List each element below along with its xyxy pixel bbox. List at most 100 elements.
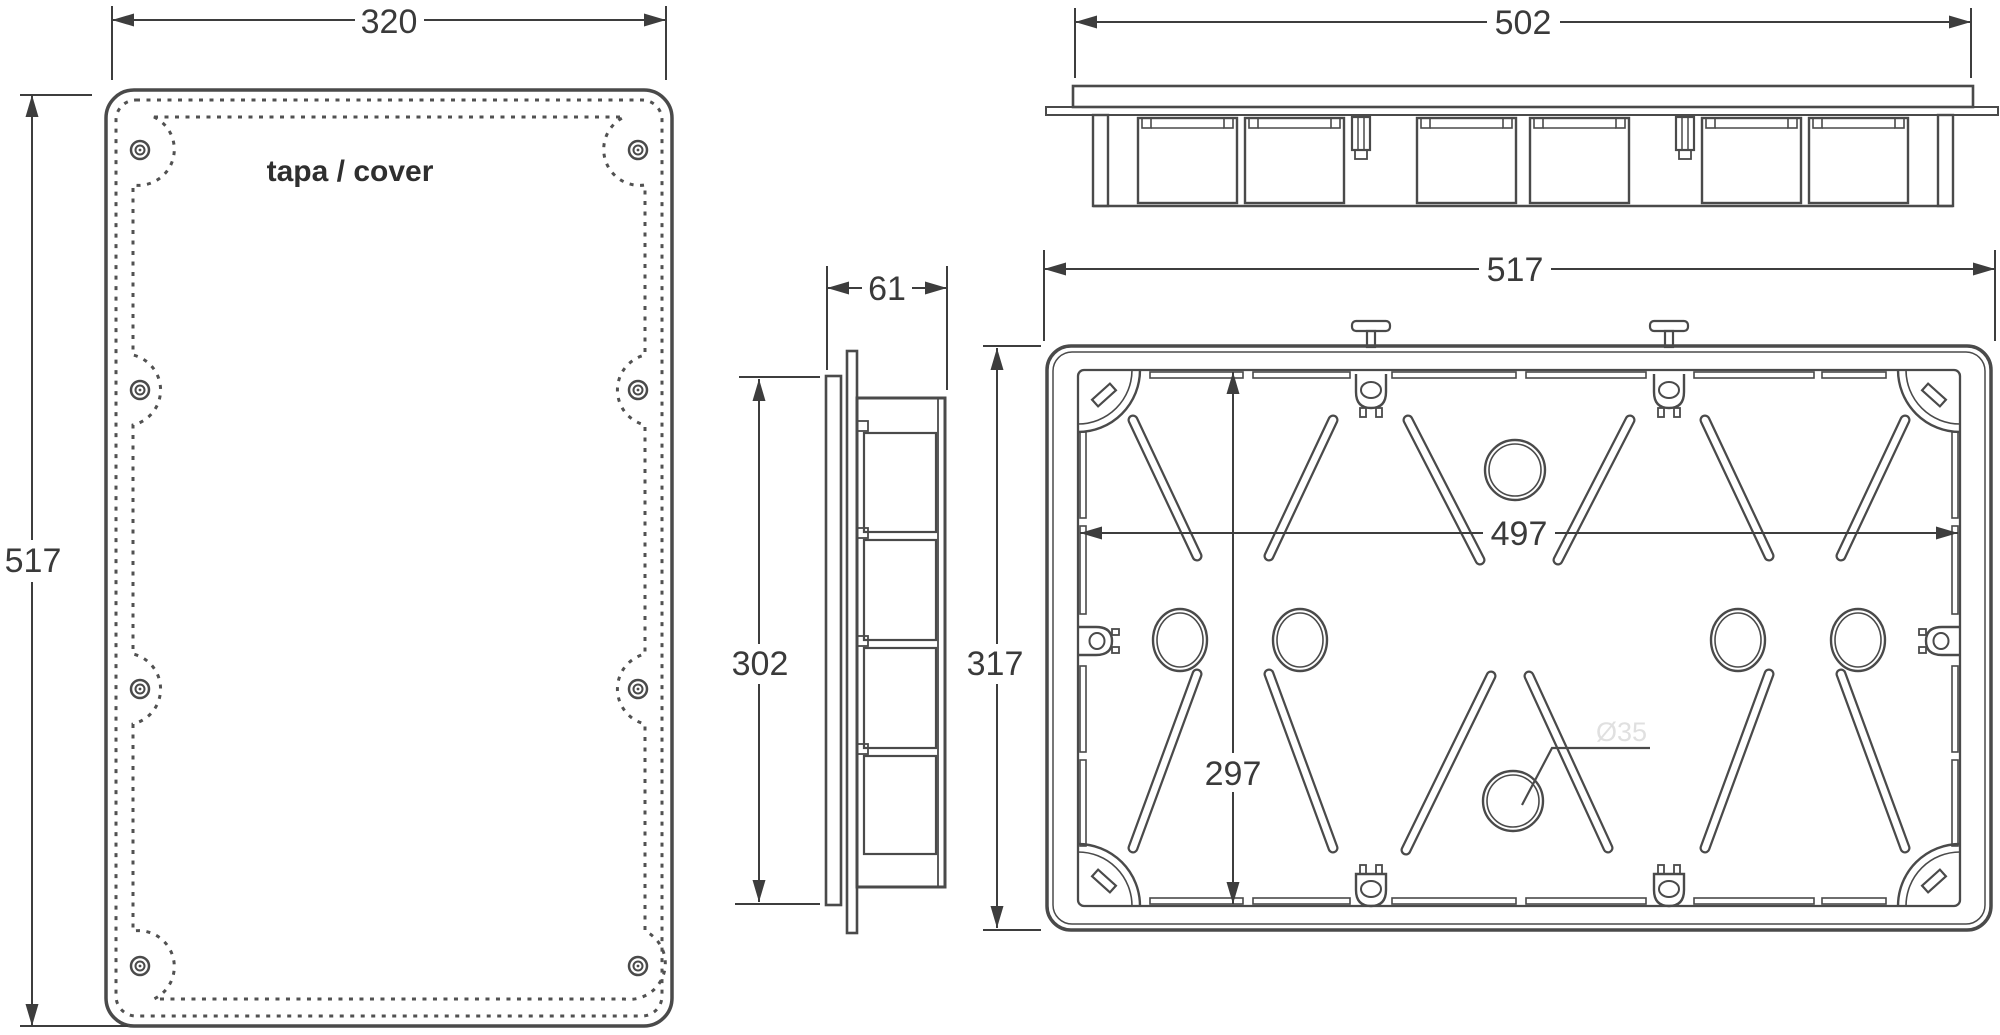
clip-mid-right xyxy=(1918,625,1960,657)
dim-box-width: 517 xyxy=(1043,250,1996,341)
gusset-slot xyxy=(1090,868,1118,894)
arrowhead-up xyxy=(25,95,39,117)
top-divider-stub-left xyxy=(1350,115,1372,160)
arrowhead-right xyxy=(925,281,947,295)
knockout-mid-left-2 xyxy=(1271,607,1329,673)
box-top-view: 502 xyxy=(1045,4,1999,208)
screw-bottom-right xyxy=(627,955,649,977)
top-compartments xyxy=(1136,116,1910,205)
dim-cover-height: 517 xyxy=(5,94,128,1027)
cover-gasket-dashed-line xyxy=(114,98,664,1018)
dim-side-depth: 61 xyxy=(826,266,948,390)
arrowhead-left xyxy=(1080,526,1102,540)
top-compartment-6 xyxy=(1807,116,1910,205)
knockout-mid-right-2 xyxy=(1829,607,1887,673)
side-notch-2 xyxy=(856,527,869,539)
side-compartment-1 xyxy=(862,431,938,534)
clip-bottom-right xyxy=(1652,864,1686,908)
side-profile-view: 61 302 xyxy=(732,266,948,935)
top-compartment-2 xyxy=(1243,116,1346,205)
arrowhead-left xyxy=(1044,262,1066,276)
corner-gusset-top-left xyxy=(1077,369,1142,434)
dim-517-cover-label: 517 xyxy=(5,542,62,580)
box-top-pin-left xyxy=(1350,319,1392,349)
screw-mid-left-upper xyxy=(129,379,151,401)
clip-top-left xyxy=(1354,374,1388,418)
arrowhead-up xyxy=(990,348,1004,370)
cover-label: tapa / cover xyxy=(267,155,434,188)
cover-front-view: tapa / cover 320 517 xyxy=(5,3,674,1028)
knockout-top-center xyxy=(1483,438,1547,502)
dim-box-height: 317 xyxy=(967,345,1041,931)
side-notch-4 xyxy=(856,743,869,755)
corner-gusset-bottom-right xyxy=(1896,842,1961,907)
arrowhead-left xyxy=(112,13,134,27)
side-compartment-3 xyxy=(862,646,938,750)
box-front-view: Ø35 517 317 497 xyxy=(967,250,1996,932)
top-frame-plate xyxy=(1071,84,1975,109)
top-frame-lip xyxy=(1045,106,1999,116)
corner-gusset-top-right xyxy=(1896,369,1961,434)
dim-302-label: 302 xyxy=(732,645,789,683)
cover-outline xyxy=(104,88,674,1028)
dim-top-width: 502 xyxy=(1074,4,1972,78)
box-inner-wall xyxy=(1076,368,1962,908)
cover-screws xyxy=(129,139,649,977)
dim-side-height: 302 xyxy=(732,376,820,905)
clip-mid-left xyxy=(1078,625,1120,657)
side-compartment-2 xyxy=(862,538,938,642)
top-divider-stub-right xyxy=(1674,115,1696,160)
screw-mid-left-lower xyxy=(129,678,151,700)
screw-mid-right-lower xyxy=(627,678,649,700)
top-compartment-3 xyxy=(1415,116,1518,205)
screw-mid-right-upper xyxy=(627,379,649,401)
dim-502-label: 502 xyxy=(1495,4,1552,42)
knockout-mid-left-1 xyxy=(1151,607,1209,673)
knockout-bottom-center xyxy=(1481,769,1545,833)
dim-box-inner-width: 497 xyxy=(1080,515,1958,553)
knockout-leader-line xyxy=(1521,746,1650,806)
arrowhead-right xyxy=(1949,15,1971,29)
arrowhead-up xyxy=(1226,372,1240,394)
side-compartment-4 xyxy=(862,754,938,856)
dim-box-inner-height: 297 xyxy=(1205,372,1262,904)
screw-bottom-left xyxy=(129,955,151,977)
box-outer-wall xyxy=(1045,344,1993,932)
arrowhead-down xyxy=(1226,882,1240,904)
gusset-slot xyxy=(1920,382,1948,408)
arrowhead-left xyxy=(1075,15,1097,29)
dim-cover-width: 320 xyxy=(111,3,667,80)
box-outer-wall-inner-line xyxy=(1052,351,1986,925)
clip-top-right xyxy=(1652,374,1686,418)
arrowhead-down xyxy=(752,880,766,902)
knockout-mid-right-1 xyxy=(1709,607,1767,673)
box-top-pin-right xyxy=(1648,319,1690,349)
dim-517-box-label: 517 xyxy=(1487,251,1544,289)
top-right-wall xyxy=(1936,113,1955,208)
side-notch-3 xyxy=(856,635,869,647)
box-edge-tabs xyxy=(1079,371,1959,905)
dim-317-label: 317 xyxy=(967,645,1024,683)
corner-gusset-bottom-left xyxy=(1077,842,1142,907)
side-cover-plate xyxy=(824,374,843,907)
cover-inner-dashed-line xyxy=(131,115,667,1001)
arrowhead-up xyxy=(752,379,766,401)
clip-bottom-left xyxy=(1354,864,1388,908)
arrowhead-down xyxy=(990,906,1004,928)
top-compartment-1 xyxy=(1136,116,1239,205)
dim-297-label: 297 xyxy=(1205,755,1262,793)
top-compartment-4 xyxy=(1528,116,1631,205)
dim-320-label: 320 xyxy=(361,3,418,41)
side-notch-1 xyxy=(856,420,869,432)
arrowhead-right xyxy=(1973,262,1995,276)
screw-top-left xyxy=(129,139,151,161)
arrowhead-right xyxy=(1936,526,1958,540)
screw-top-right xyxy=(627,139,649,161)
side-box-body xyxy=(855,396,947,889)
arrowhead-down xyxy=(25,1004,39,1026)
dim-61-label: 61 xyxy=(868,270,906,308)
top-left-wall xyxy=(1091,113,1110,208)
knockout-diameter-label: Ø35 xyxy=(1596,717,1647,747)
